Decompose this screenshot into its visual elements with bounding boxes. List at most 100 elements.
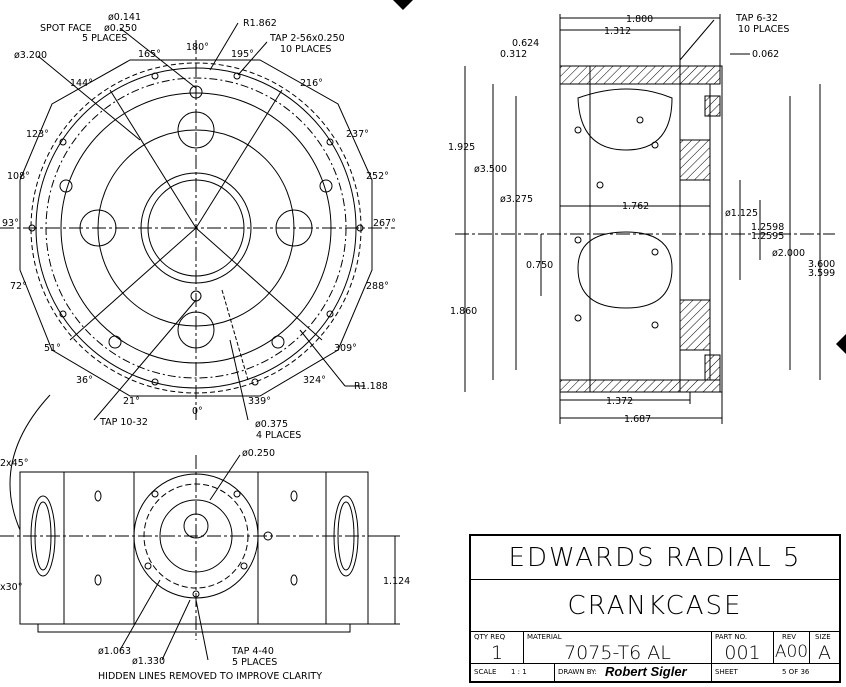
sheet-cell: SHEET 5 OF 36: [712, 664, 839, 681]
part-no-cell: PART NO. 001: [712, 632, 774, 664]
material-cell: MATERIAL 7075-T6 AL: [524, 632, 712, 664]
dim-12598: 1.2598: [751, 222, 784, 233]
size-cell: SIZE A: [810, 632, 839, 664]
r1862-label: R1.862: [243, 18, 277, 29]
spot-face-count-label: 5 PLACES: [82, 33, 127, 44]
bottom-view-labels: 2x45° x30° ø0.250 1.124 ø1.063 ø1.330 TA…: [0, 448, 410, 682]
tap632-label: TAP 6-32: [735, 13, 778, 24]
dim-1800: 1.800: [626, 14, 653, 25]
bottom-view: [0, 454, 400, 661]
angle-324: 324°: [303, 375, 326, 386]
part-no-value: 001: [724, 642, 761, 664]
dim-1925: 1.925: [448, 142, 475, 153]
qty-cell: QTY REQ 1: [471, 632, 524, 664]
dim-1124: 1.124: [383, 576, 410, 587]
front-view: [0, 22, 395, 531]
angle-36: 36°: [76, 375, 93, 386]
scale-value: 1 : 1: [511, 668, 527, 676]
drawn-by-value: Robert Sigler: [605, 664, 687, 679]
side-view: [455, 14, 835, 424]
front-outer-outline: [19, 59, 373, 397]
dim-3275: ø3.275: [500, 194, 533, 205]
size-value: A: [818, 642, 831, 664]
spot-face-label: SPOT FACE: [40, 23, 92, 34]
tap256-label: TAP 2-56x0.250: [269, 33, 345, 44]
material-label: MATERIAL: [527, 633, 562, 641]
tap440-label: TAP 4-40: [231, 646, 274, 657]
r1188-label: R1.188: [354, 381, 388, 392]
tap256-count-label: 10 PLACES: [280, 44, 331, 55]
angle-195: 195°: [231, 49, 254, 60]
qty-label: QTY REQ: [474, 633, 506, 641]
front-view-labels: ø0.141 SPOT FACE ø0.250 5 PLACES R1.862 …: [2, 12, 396, 441]
spot-face-small-label: ø0.141: [108, 12, 141, 23]
qty-value: 1: [490, 642, 504, 664]
port-right: [275, 209, 313, 247]
dia0250-label: ø0.250: [242, 448, 275, 459]
rev-label: REV: [782, 633, 797, 641]
angle-21: 21°: [123, 396, 140, 407]
angle-108: 108°: [7, 171, 30, 182]
port-bottom: [177, 311, 215, 349]
rev-cell: REV A00: [774, 632, 810, 663]
title-block: EDWARDS RADIAL 5 CRANKCASE QTY REQ 1 MAT…: [469, 534, 841, 683]
angle-339: 339°: [248, 396, 271, 407]
dia0375-label: ø0.375: [255, 419, 288, 430]
angle-123: 123°: [26, 129, 49, 140]
dim-0624: 0.624: [512, 38, 539, 49]
angle30-label: x30°: [0, 582, 22, 593]
angle-180: 180°: [186, 42, 209, 53]
angle-252: 252°: [366, 171, 389, 182]
angle-0: 0°: [192, 406, 203, 417]
side-view-labels: 1.800 1.312 0.624 0.312 TAP 6-32 10 PLAC…: [448, 13, 835, 425]
footer-row: SCALE 1 : 1 DRAWN BY: Robert Sigler SHEE…: [471, 664, 839, 681]
part-no-label: PART NO.: [715, 633, 748, 641]
tap440-count-label: 5 PLACES: [232, 657, 277, 668]
dim-1312: 1.312: [604, 26, 631, 37]
info-row: QTY REQ 1 MATERIAL 7075-T6 AL PART NO. 0…: [471, 632, 839, 664]
part-name: CRANKCASE: [567, 591, 743, 621]
port-top: [177, 111, 215, 149]
dim-2000: ø2.000: [772, 248, 805, 259]
tap1032-label: TAP 10-32: [99, 417, 148, 428]
sheet-value: 5 OF 36: [782, 668, 810, 676]
angle-288: 288°: [366, 281, 389, 292]
angle-216: 216°: [300, 78, 323, 89]
dim-3599: 3.599: [808, 268, 835, 279]
angle-72: 72°: [10, 281, 27, 292]
chamfer-label: 2x45°: [0, 458, 29, 469]
scale-label: SCALE: [474, 668, 497, 676]
title-row: EDWARDS RADIAL 5: [471, 536, 839, 580]
top-marker: [393, 0, 413, 10]
right-marker: [836, 334, 846, 354]
spot-face-dia-label: ø0.250: [104, 23, 137, 34]
dim-0750: 0.750: [526, 260, 553, 271]
size-label: SIZE: [815, 633, 831, 641]
angle-309: 309°: [334, 343, 357, 354]
drawn-cell: DRAWN BY: Robert Sigler: [555, 664, 712, 681]
dia1063-label: ø1.063: [98, 646, 131, 657]
dim-0312: 0.312: [500, 49, 527, 60]
dim-1687: 1.687: [624, 414, 651, 425]
dim-1125: ø1.125: [725, 208, 758, 219]
sheet-label: SHEET: [715, 668, 738, 676]
tap632-count-label: 10 PLACES: [738, 24, 789, 35]
dim-1860: 1.860: [450, 306, 477, 317]
dia0375-count-label: 4 PLACES: [256, 430, 301, 441]
dim-1372: 1.372: [606, 396, 633, 407]
drawing-title: EDWARDS RADIAL 5: [508, 543, 802, 573]
dim-3500: ø3.500: [474, 164, 507, 175]
dim-0062: 0.062: [752, 49, 779, 60]
angle-165: 165°: [138, 49, 161, 60]
angle-144: 144°: [70, 78, 93, 89]
dia1330-label: ø1.330: [132, 656, 165, 667]
angle-51: 51°: [44, 343, 61, 354]
dim-1762: 1.762: [622, 201, 649, 212]
dim-3600: 3.600: [808, 259, 835, 270]
angle-267: 267°: [373, 218, 396, 229]
port-left: [79, 209, 117, 247]
hidden-lines-note: HIDDEN LINES REMOVED TO IMPROVE CLARITY: [98, 671, 322, 682]
angle-237: 237°: [346, 129, 369, 140]
material-value: 7075-T6 AL: [564, 642, 671, 664]
